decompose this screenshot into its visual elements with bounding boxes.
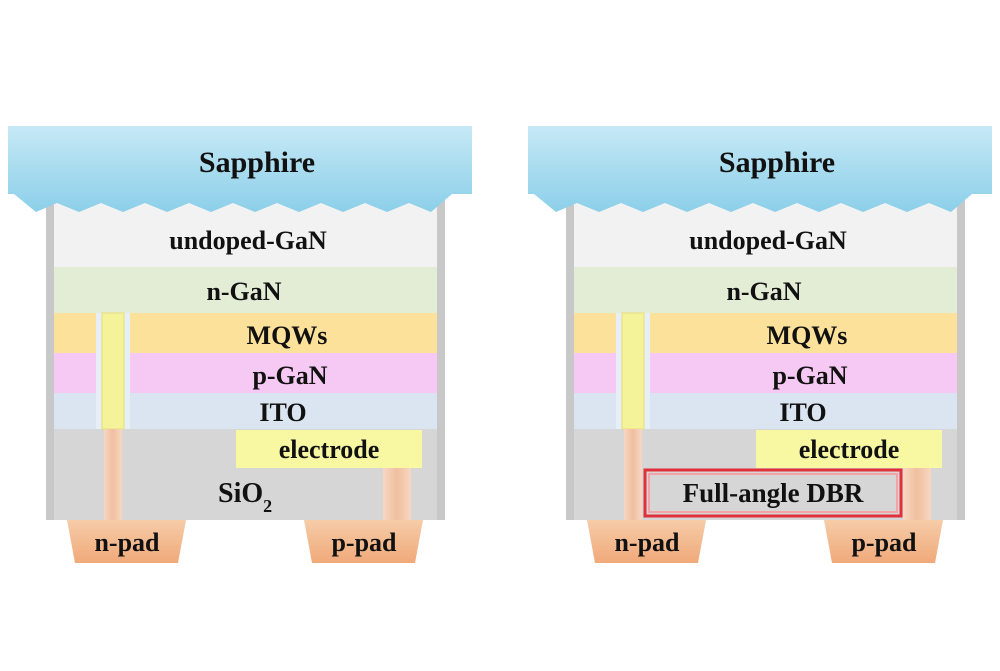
label-n-gan: n-GaN bbox=[726, 277, 801, 306]
dbr-highlight-box bbox=[643, 468, 903, 518]
label-n-pad: n-pad bbox=[94, 528, 160, 557]
label-undoped-gan: undoped-GaN bbox=[169, 226, 327, 255]
p-pad bbox=[824, 520, 943, 563]
label-sio2: SiO2 bbox=[218, 478, 272, 516]
right-sidewall bbox=[437, 192, 445, 520]
p-via-plug bbox=[903, 468, 931, 520]
n-pad bbox=[67, 520, 186, 563]
right-sidewall bbox=[957, 192, 965, 520]
left-sidewall bbox=[566, 192, 574, 520]
n-via-plug bbox=[104, 429, 122, 520]
n-via-contact bbox=[621, 312, 645, 430]
sapphire-substrate bbox=[8, 126, 472, 212]
label-p-gan: p-GaN bbox=[772, 361, 847, 390]
n-via-plug bbox=[624, 429, 642, 520]
label-full-angle-dbr: Full-angle DBR bbox=[683, 478, 864, 508]
label-mqws: MQWs bbox=[767, 321, 848, 350]
label-undoped-gan: undoped-GaN bbox=[689, 226, 847, 255]
label-p-pad: p-pad bbox=[331, 528, 397, 557]
sapphire-substrate bbox=[528, 126, 992, 212]
left-sidewall bbox=[46, 192, 54, 520]
n-gan-layer bbox=[54, 267, 437, 313]
label-n-gan: n-GaN bbox=[206, 277, 281, 306]
n-gan-layer bbox=[574, 267, 957, 313]
label-electrode: electrode bbox=[799, 435, 900, 464]
right-chip: Sapphire undoped-GaN n-GaN MQWs p-GaN IT… bbox=[528, 126, 992, 563]
p-via-plug bbox=[383, 468, 411, 520]
label-n-pad: n-pad bbox=[614, 528, 680, 557]
label-p-pad: p-pad bbox=[851, 528, 917, 557]
label-electrode: electrode bbox=[279, 435, 380, 464]
label-mqws: MQWs bbox=[247, 321, 328, 350]
n-via-contact bbox=[101, 312, 125, 430]
dbr-highlight-inner bbox=[648, 473, 898, 513]
p-electrode bbox=[236, 430, 422, 468]
label-sapphire: Sapphire bbox=[199, 146, 315, 179]
label-sapphire: Sapphire bbox=[719, 146, 835, 179]
label-p-gan: p-GaN bbox=[252, 361, 327, 390]
label-ito: ITO bbox=[259, 398, 306, 427]
p-pad bbox=[304, 520, 423, 563]
n-pad bbox=[587, 520, 706, 563]
label-ito: ITO bbox=[779, 398, 826, 427]
p-electrode bbox=[756, 430, 942, 468]
left-chip: Sapphire undoped-GaN n-GaN MQWs p-GaN IT… bbox=[8, 126, 472, 563]
